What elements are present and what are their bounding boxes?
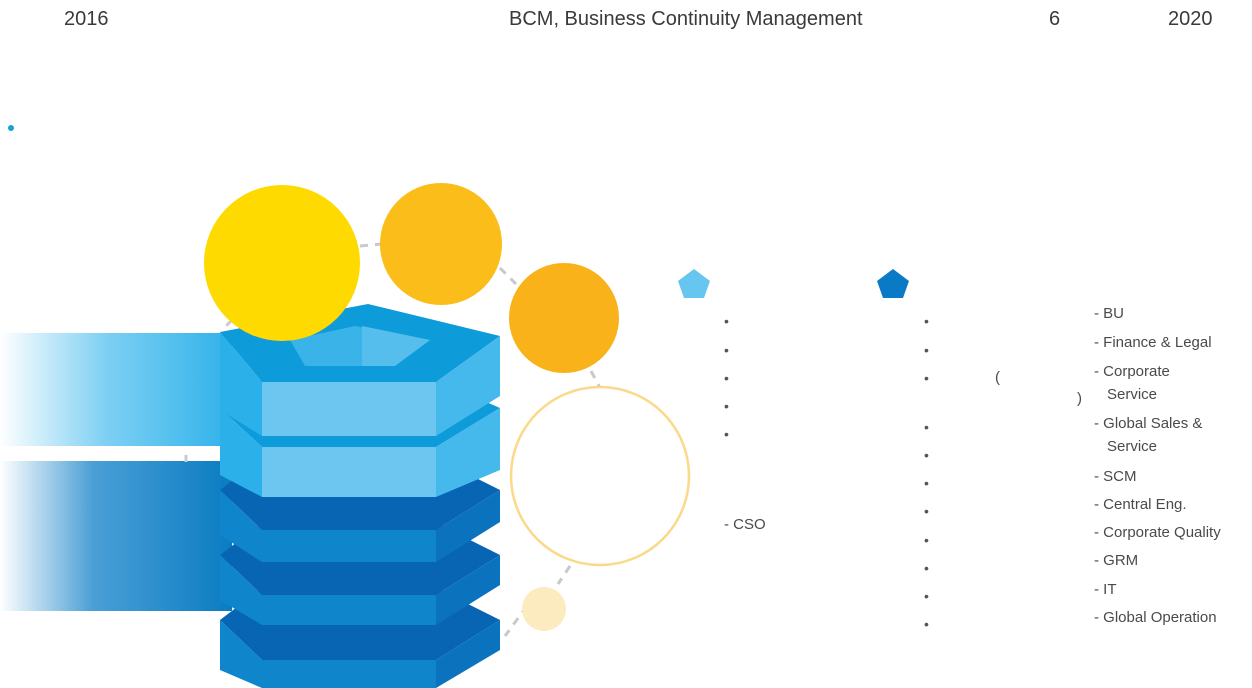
dept-corporate-quality: - Corporate Quality xyxy=(1094,524,1221,541)
dark-blue-band xyxy=(0,461,232,611)
right-bullet-9: • xyxy=(924,560,929,576)
dept-finance-legal: - Finance & Legal xyxy=(1094,334,1212,351)
dept-global-operation: - Global Operation xyxy=(1094,609,1217,626)
header-title: BCM, Business Continuity Management xyxy=(509,8,863,30)
right-bullet-7: • xyxy=(924,503,929,519)
orange-circle xyxy=(509,263,619,373)
paren-open: ( xyxy=(995,369,1000,386)
dark-pentagon-icon xyxy=(877,269,909,298)
left-bullet-2: • xyxy=(724,342,729,358)
pale-circle xyxy=(522,587,566,631)
right-bullet-5: • xyxy=(924,447,929,463)
light-blue-band xyxy=(0,333,232,446)
right-bullet-4: • xyxy=(924,419,929,435)
yellow-circle xyxy=(204,185,360,341)
header-year-start: 2016 xyxy=(64,8,109,30)
right-bullet-1: • xyxy=(924,313,929,329)
right-bullet-10: • xyxy=(924,588,929,604)
left-bullet-3: • xyxy=(724,370,729,386)
dept-corporate-service-line1: - Corporate xyxy=(1094,363,1170,380)
amber-circle xyxy=(380,183,502,305)
outline-circle xyxy=(509,385,691,567)
left-bullet-5: • xyxy=(724,426,729,442)
dashed-connectors xyxy=(184,242,602,637)
dept-grm: - GRM xyxy=(1094,552,1139,569)
dept-corporate-service-line2: Service xyxy=(1107,386,1158,403)
dept-scm: - SCM xyxy=(1094,468,1137,485)
dept-global-sales-line2: Service xyxy=(1107,438,1158,455)
left-bullet-1: • xyxy=(724,313,729,329)
paren-close: ) xyxy=(1077,390,1082,407)
dept-it: - IT xyxy=(1094,581,1117,598)
light-pentagon-icon xyxy=(678,269,710,298)
section-bullet-dot xyxy=(8,125,14,131)
right-bullet-11: • xyxy=(924,616,929,632)
left-bullet-4: • xyxy=(724,398,729,414)
header-year-end: 2020 xyxy=(1168,8,1213,30)
right-bullet-6: • xyxy=(924,475,929,491)
dept-bu: - BU xyxy=(1094,305,1124,322)
right-bullet-3: • xyxy=(924,370,929,386)
dept-central-eng: - Central Eng. xyxy=(1094,496,1187,513)
cso-label: - CSO xyxy=(724,516,766,533)
page-number: 6 xyxy=(1049,8,1061,30)
dept-global-sales-line1: - Global Sales & xyxy=(1094,415,1203,432)
right-bullet-2: • xyxy=(924,342,929,358)
right-bullet-8: • xyxy=(924,532,929,548)
